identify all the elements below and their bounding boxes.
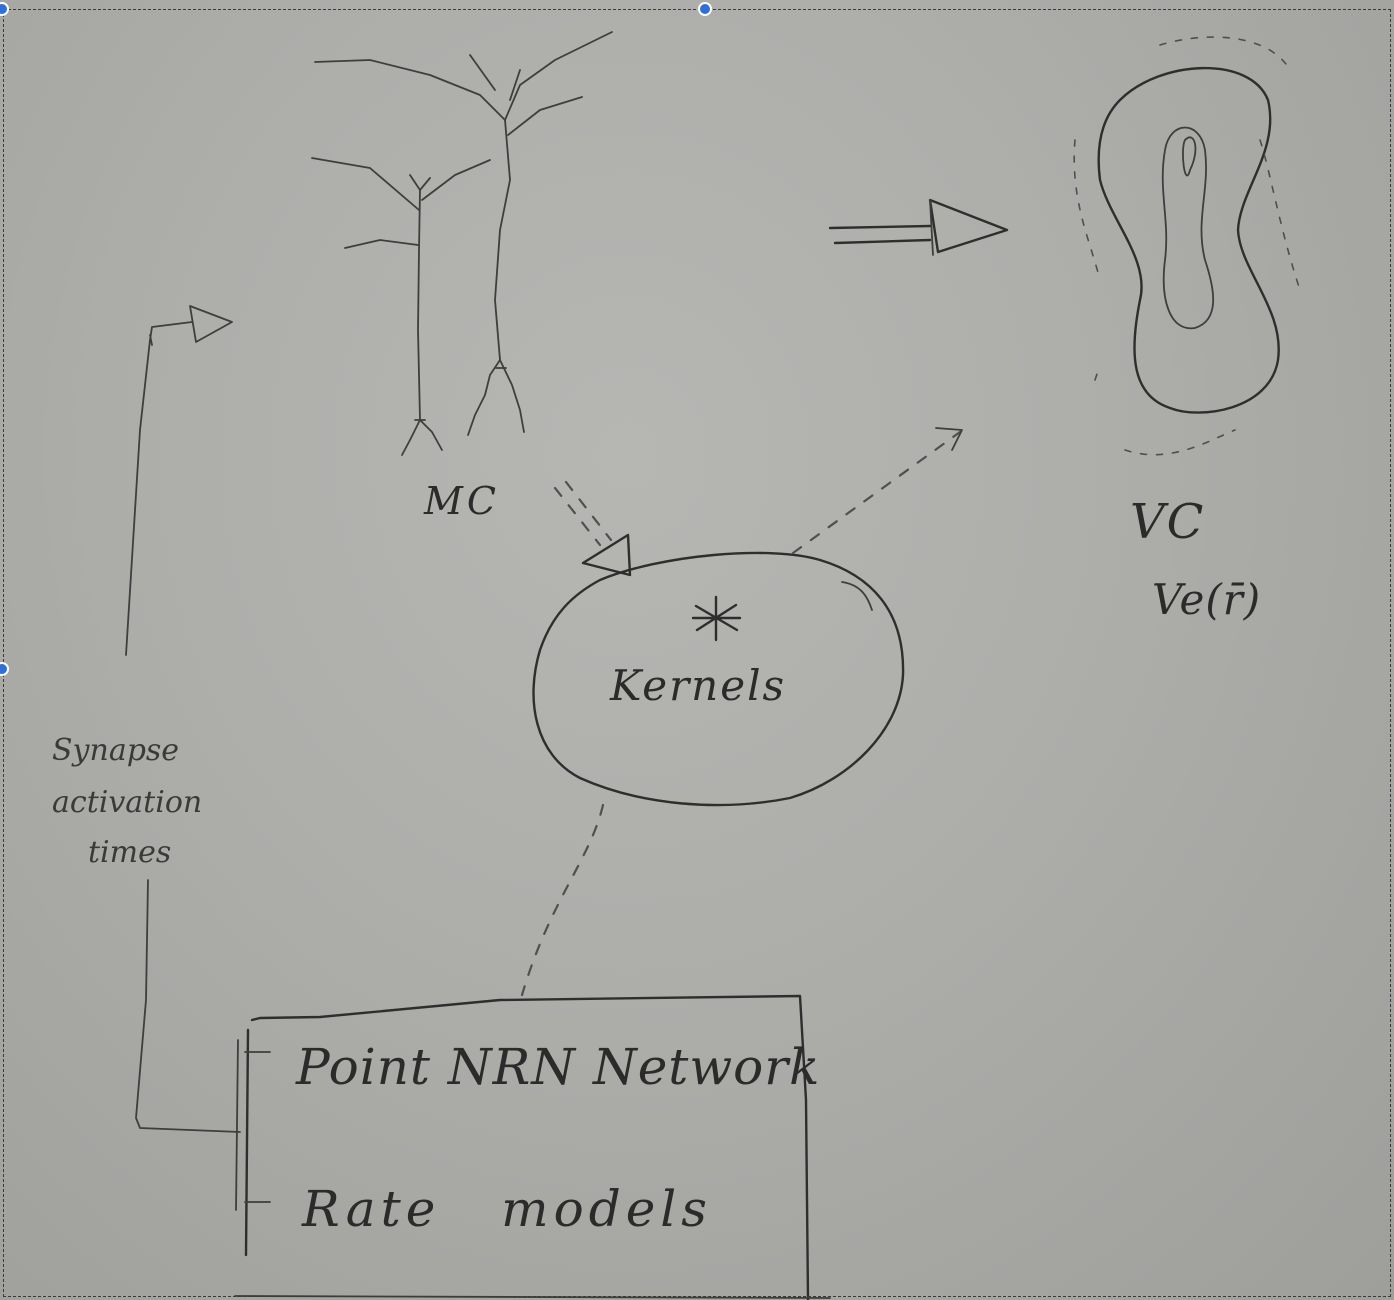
synapse-feedback-arrow <box>125 305 241 1133</box>
label-vc: VC <box>1130 494 1205 550</box>
box-item-rate-models: Rate models <box>301 1180 712 1238</box>
dashed-arrow-mc-to-kernels <box>553 480 632 577</box>
box-item-point-network: Point NRN Network <box>295 1038 820 1096</box>
mc-neurons-drawing <box>311 31 613 456</box>
dashed-arrow-kernels-to-vc <box>791 427 963 555</box>
label-synapse-line2: activation <box>52 785 202 820</box>
label-vc-formula: Ve(r̄) <box>1152 575 1261 624</box>
resize-handle-icon[interactable] <box>0 662 9 676</box>
forward-double-arrow <box>828 198 1009 256</box>
resize-handle-icon[interactable] <box>0 2 9 16</box>
label-synapse-line3: times <box>88 835 171 870</box>
label-synapse-line1: Synapse <box>52 733 179 768</box>
resize-handle-icon[interactable] <box>698 2 712 16</box>
kernels-blob <box>532 551 905 807</box>
vc-contour-drawing <box>1073 36 1301 456</box>
dashed-link-kernels-to-box <box>520 803 605 997</box>
label-mc: MC <box>423 479 500 523</box>
label-kernels: Kernels <box>609 661 786 710</box>
